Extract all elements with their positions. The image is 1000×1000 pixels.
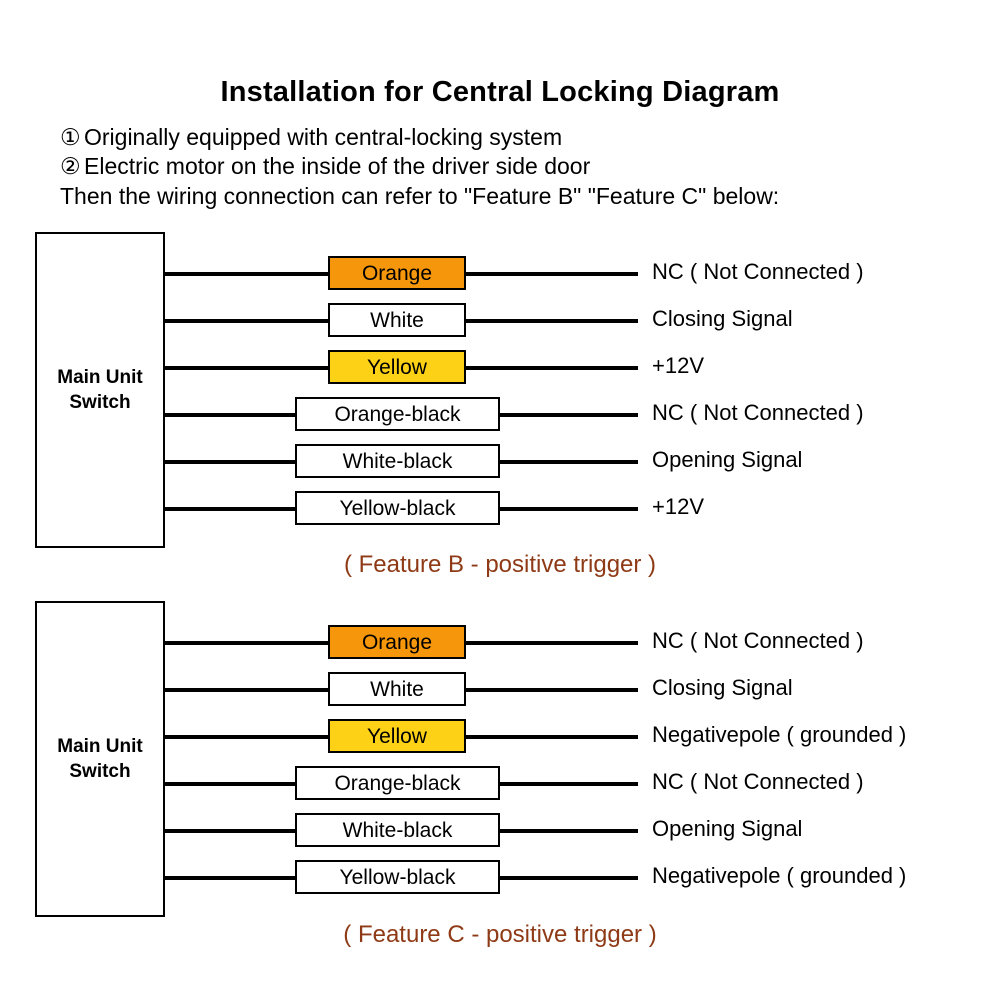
wire-segment-right [466, 641, 638, 645]
wire-function-label: NC ( Not Connected ) [652, 400, 864, 425]
wiring-diagram-feature-b: Main Unit Switch Orange NC ( Not Connecte… [0, 232, 1000, 552]
wire-segment-left [165, 876, 295, 880]
wire-function-label: Closing Signal [652, 675, 793, 700]
wire-row: Yellow +12V [0, 350, 1000, 384]
wire-label-text: Orange [361, 630, 433, 654]
wire-label-box: Yellow-black [295, 860, 500, 894]
wire-segment-left [165, 735, 328, 739]
wire-segment-right [466, 319, 638, 323]
wire-label-text: White [370, 308, 424, 332]
wire-segment-right [500, 413, 638, 417]
main-unit-switch-label: Main Unit Switch [57, 735, 143, 782]
wire-function-label: Negativepole ( grounded ) [652, 722, 907, 747]
wire-label-box: White-black [295, 813, 500, 847]
wire-row: Orange NC ( Not Connected ) [0, 256, 1000, 290]
feature-c-caption: ( Feature C - positive trigger ) [343, 921, 657, 948]
page-title: Installation for Central Locking Diagram [220, 76, 780, 108]
wire-function-label: Opening Signal [652, 816, 803, 841]
wire-function-label: NC ( Not Connected ) [652, 628, 864, 653]
wire-segment-left [165, 413, 295, 417]
wire-segment-right [466, 366, 638, 370]
wire-label-text: Orange-black [334, 771, 461, 795]
wire-segment-left [165, 688, 328, 692]
note-marker-2: ② [60, 153, 81, 179]
note-closing-line: Then the wiring connection can refer to … [60, 183, 780, 209]
wire-function-label: NC ( Not Connected ) [652, 769, 864, 794]
wire-row: Yellow-black Negativepole ( grounded ) [0, 860, 1000, 894]
wire-function-label: +12V [652, 353, 704, 378]
wire-segment-right [500, 460, 638, 464]
wire-function-label: NC ( Not Connected ) [652, 259, 864, 284]
wire-label-text: Yellow-black [339, 865, 456, 889]
wire-segment-right [500, 876, 638, 880]
wire-segment-left [165, 782, 295, 786]
note-marker-1: ① [60, 124, 81, 150]
wire-function-label: Closing Signal [652, 306, 793, 331]
wire-label-box: Yellow [328, 719, 466, 753]
wire-label-box: White [328, 303, 466, 337]
wire-segment-right [500, 782, 638, 786]
wire-label-box: Yellow [328, 350, 466, 384]
wire-label-box: Orange-black [295, 397, 500, 431]
wire-label-box: Yellow-black [295, 491, 500, 525]
wire-label-text: Yellow [367, 355, 427, 379]
wire-label-box: White [328, 672, 466, 706]
wire-label-text: Orange [361, 261, 433, 285]
wire-label-box: White-black [295, 444, 500, 478]
wire-function-label: +12V [652, 494, 704, 519]
main-unit-switch-box: Main Unit Switch [35, 232, 165, 548]
wire-segment-right [466, 735, 638, 739]
wire-segment-left [165, 319, 328, 323]
wire-row: White Closing Signal [0, 672, 1000, 706]
wire-segment-left [165, 507, 295, 511]
wire-segment-left [165, 641, 328, 645]
wire-segment-left [165, 460, 295, 464]
wire-label-text: White-black [342, 818, 453, 842]
wire-label-box: Orange-black [295, 766, 500, 800]
wire-row: Orange-black NC ( Not Connected ) [0, 766, 1000, 800]
wire-row: Yellow Negativepole ( grounded ) [0, 719, 1000, 753]
wire-label-text: White-black [342, 449, 453, 473]
wire-label-text: White [370, 677, 424, 701]
wire-row: White-black Opening Signal [0, 813, 1000, 847]
wire-segment-right [500, 829, 638, 833]
wire-segment-left [165, 829, 295, 833]
wire-row: Orange NC ( Not Connected ) [0, 625, 1000, 659]
wire-function-label: Opening Signal [652, 447, 803, 472]
wire-segment-right [500, 507, 638, 511]
note-text-2: Electric motor on the inside of the driv… [84, 153, 591, 179]
wire-segment-right [466, 688, 638, 692]
main-unit-switch-label: Main Unit Switch [57, 366, 143, 413]
note-text-1: Originally equipped with central-locking… [84, 124, 563, 150]
wire-row: White-black Opening Signal [0, 444, 1000, 478]
wire-row: White Closing Signal [0, 303, 1000, 337]
feature-b-caption: ( Feature B - positive trigger ) [343, 551, 657, 578]
wire-function-label: Negativepole ( grounded ) [652, 863, 907, 888]
wire-label-text: Yellow [367, 724, 427, 748]
main-unit-switch-box: Main Unit Switch [35, 601, 165, 917]
wire-segment-left [165, 366, 328, 370]
wire-label-box: Orange [328, 256, 466, 290]
wire-segment-right [466, 272, 638, 276]
wire-label-text: Yellow-black [339, 496, 456, 520]
wire-label-box: Orange [328, 625, 466, 659]
wire-segment-left [165, 272, 328, 276]
wire-row: Orange-black NC ( Not Connected ) [0, 397, 1000, 431]
wire-label-text: Orange-black [334, 402, 461, 426]
wiring-diagram-feature-c: Main Unit Switch Orange NC ( Not Connecte… [0, 601, 1000, 921]
wire-row: Yellow-black +12V [0, 491, 1000, 525]
